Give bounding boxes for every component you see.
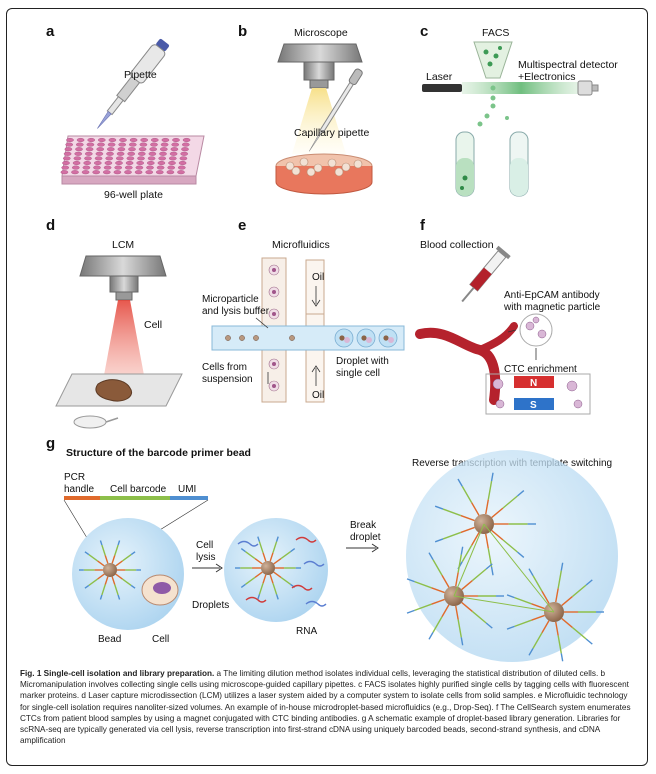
label-bead: Bead <box>98 634 121 645</box>
figure-illustration: a Pipette 96-well plate b Microscope Ca <box>46 23 618 662</box>
panel-e-letter: e <box>238 217 246 234</box>
label-capillary-pipette: Capillary pipette <box>294 127 369 139</box>
label-handle: handle <box>64 484 94 495</box>
label-electronics: +Electronics <box>518 71 575 83</box>
label-cell-barcode: Cell barcode <box>110 484 167 495</box>
panel-a: a Pipette 96-well plate <box>46 23 205 201</box>
label-break: Break <box>350 520 377 531</box>
label-suspension: suspension <box>202 374 253 385</box>
label-droplets: Droplets <box>192 600 229 611</box>
caption-title: Fig. 1 Single-cell isolation and library… <box>20 669 215 678</box>
panel-a-letter: a <box>46 23 55 40</box>
panel-b-letter: b <box>238 23 247 40</box>
label-pipette: Pipette <box>124 69 157 81</box>
label-anti-epcam: Anti-EpCAM antibody <box>504 290 600 301</box>
panel-g: g Structure of the barcode primer bead P… <box>46 435 618 662</box>
label-magnetic-particle: with magnetic particle <box>503 302 601 313</box>
label-structure-title: Structure of the barcode primer bead <box>66 447 251 459</box>
panel-f: f Blood collection Anti-EpCAM antibody w… <box>415 217 601 415</box>
label-laser: Laser <box>426 71 453 83</box>
label-ctc-enrichment: CTC enrichment <box>504 364 577 375</box>
label-magnet-s: S <box>530 400 537 411</box>
figure-caption: Fig. 1 Single-cell isolation and library… <box>20 668 638 746</box>
panel-d-letter: d <box>46 217 55 234</box>
label-lcm-cell: Cell <box>144 319 162 331</box>
panel-b: b Microscope Capillary pipette <box>238 23 373 195</box>
label-rna: RNA <box>296 626 317 637</box>
label-umi: UMI <box>178 484 196 495</box>
label-multispectral-detector: Multispectral detector <box>518 59 618 71</box>
label-single-cell: single cell <box>336 368 380 379</box>
label-cell: Cell <box>196 540 213 551</box>
panel-c: c FACS Laser Multispectral detector +Ele… <box>420 23 618 197</box>
panel-f-letter: f <box>420 217 426 234</box>
panel-c-letter: c <box>420 23 428 40</box>
panel-d: d LCM Cell <box>46 217 183 429</box>
label-oil-top: Oil <box>312 272 324 283</box>
label-microscope: Microscope <box>294 27 348 39</box>
label-lysis-buffer: and lysis buffer <box>202 306 270 317</box>
label-magnet-n: N <box>530 378 537 389</box>
label-droplet-with: Droplet with <box>336 356 389 367</box>
label-lcm: LCM <box>112 239 134 251</box>
label-facs: FACS <box>482 27 509 39</box>
label-g-cell: Cell <box>152 634 169 645</box>
label-droplet: droplet <box>350 532 381 543</box>
label-96-well-plate: 96-well plate <box>104 189 163 201</box>
panel-e: e Microfluidics Oil Oil Microparticle an… <box>202 217 405 403</box>
label-blood-collection: Blood collection <box>420 239 494 251</box>
label-microparticle: Microparticle <box>202 294 259 305</box>
label-pcr: PCR <box>64 472 85 483</box>
label-microfluidics: Microfluidics <box>272 239 330 251</box>
label-cells-from: Cells from <box>202 362 247 373</box>
caption-body: a The limiting dilution method isolates … <box>20 669 631 746</box>
panel-g-letter: g <box>46 435 55 452</box>
label-lysis: lysis <box>196 552 215 563</box>
label-oil-bottom: Oil <box>312 390 324 401</box>
